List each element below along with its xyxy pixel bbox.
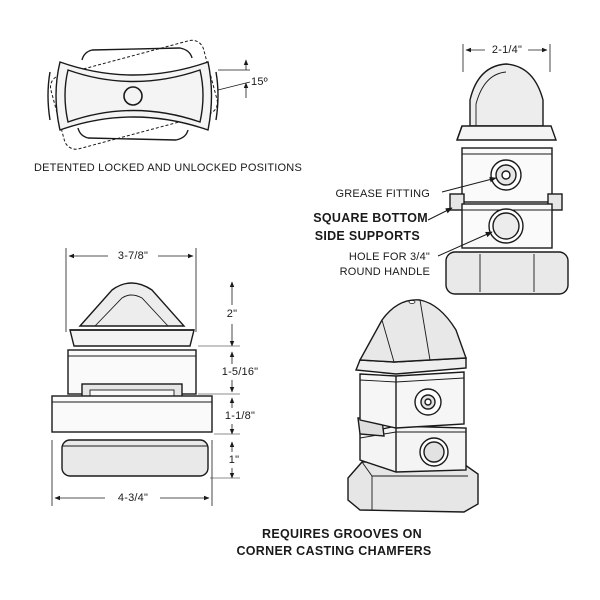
front-width-dimension: 3-7/8" [114,250,152,262]
footer-note-line1: REQUIRES GROOVES ON [262,527,422,541]
hole-label-line2: ROUND HANDLE [339,266,430,278]
cone-height-dimension: 2" [223,308,241,320]
top-view [47,39,251,150]
detent-caption: DETENTED LOCKED AND UNLOCKED POSITIONS [34,162,302,174]
front-view [51,248,240,506]
isometric-view [347,299,479,513]
footer-note-line2: CORNER CASTING CHAMFERS [236,544,432,558]
side-view [427,44,569,295]
angle-label: 15º [251,76,268,88]
lower-block-dimension: 1-1/8" [221,410,259,422]
base-width-dimension: 4-3/4" [114,492,152,504]
base-height-dimension: 1" [225,454,243,466]
side-width-dimension: 2-1/4" [491,44,523,56]
grease-fitting-label: GREASE FITTING [335,188,430,200]
hole-label-line1: HOLE FOR 3/4" [348,251,430,263]
upper-block-dimension: 1-5/16" [218,366,262,378]
square-bottom-label-line2: SIDE SUPPORTS [314,229,420,243]
square-bottom-label-line1: SQUARE BOTTOM [313,211,428,225]
